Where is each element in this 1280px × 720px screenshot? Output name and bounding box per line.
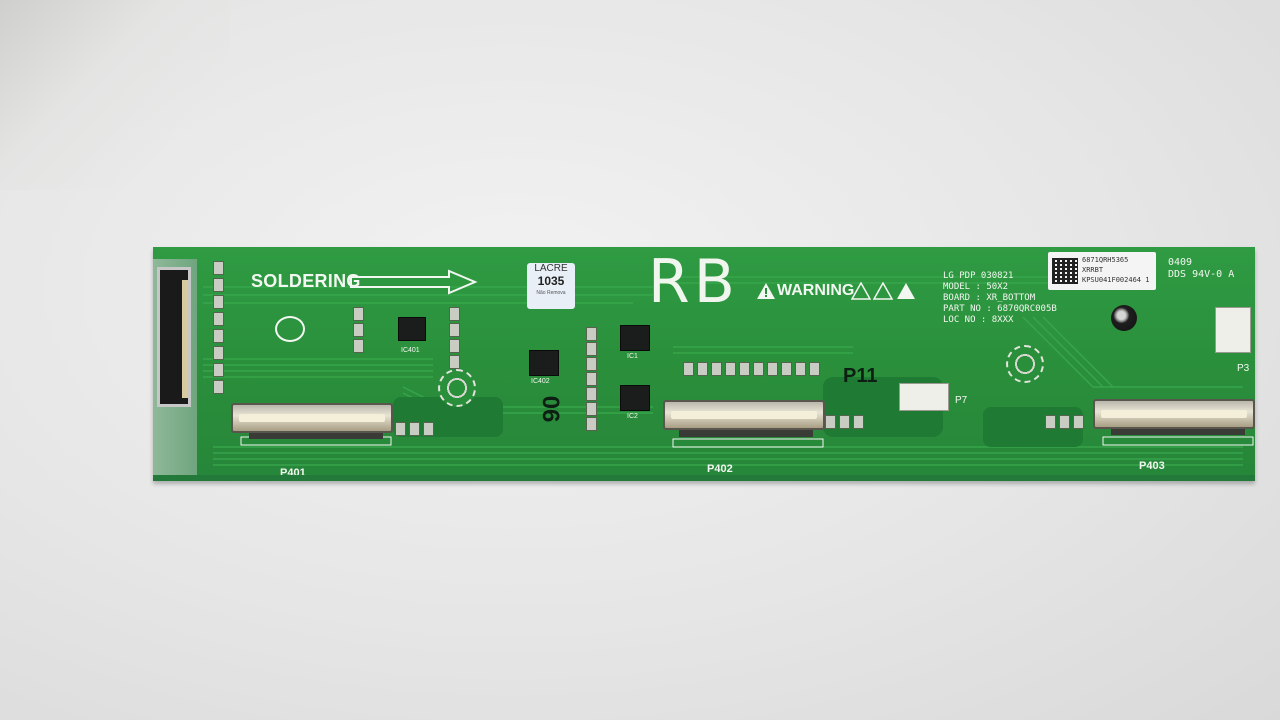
lacre-note: Não Remova xyxy=(536,290,566,296)
p401-base xyxy=(249,429,383,439)
resistor-array-2 xyxy=(449,307,460,369)
ribbon-contacts xyxy=(182,280,188,398)
lacre-title: LACRE xyxy=(534,263,568,274)
lacre-number: 1035 xyxy=(537,274,565,288)
pad-column-left xyxy=(213,261,224,394)
connector-p402 xyxy=(663,400,825,430)
smd-row-p403 xyxy=(1045,415,1084,429)
p402-label: P402 xyxy=(707,463,733,475)
background-wrap-corner xyxy=(0,0,230,190)
qr-code-icon xyxy=(1052,258,1078,284)
warning-triangle-icon xyxy=(757,283,775,299)
ic401-label: IC401 xyxy=(401,347,420,354)
chip-ic401 xyxy=(396,317,428,341)
connector-p401 xyxy=(231,403,393,433)
chip-ic1 xyxy=(618,325,652,351)
ribbon-cable-connector xyxy=(157,267,191,407)
mounting-hole-right xyxy=(1006,345,1044,383)
barcode-sticker: 6871QRH5365 XRRBT KPSU041F002464 1 xyxy=(1048,252,1156,290)
resistor-array-3 xyxy=(586,327,597,431)
connector-p403 xyxy=(1093,399,1255,429)
chip-ic2 xyxy=(618,385,652,411)
ic402-label: IC402 xyxy=(531,378,550,385)
rating-text: 0409 DDS 94V-0 A xyxy=(1168,257,1235,280)
handwritten-circle-mark xyxy=(275,316,305,342)
electrolytic-capacitor xyxy=(1111,305,1137,331)
ic2-label: IC2 xyxy=(627,413,638,420)
handwritten-90: 90 xyxy=(538,395,566,423)
soldering-arrow-icon xyxy=(350,269,478,295)
rb-board-label: RB xyxy=(648,247,739,317)
hazard-icons xyxy=(851,282,915,300)
resistor-array-1 xyxy=(353,307,364,353)
p3-label: P3 xyxy=(1237,363,1250,374)
mounting-hole-left xyxy=(438,369,476,407)
barcode-sticker-text: 6871QRH5365 XRRBT KPSU041F002464 1 xyxy=(1082,256,1150,284)
p403-base xyxy=(1111,425,1245,435)
circuit-board: SOLDERING LACRE 1035 Não Remova IC401 IC… xyxy=(153,247,1255,481)
p402-base xyxy=(679,427,813,437)
warning-label: WARNING xyxy=(777,282,855,299)
chip-ic402 xyxy=(527,350,561,376)
connector-p7 xyxy=(899,383,949,411)
smd-row-center xyxy=(683,362,820,376)
p403-label: P403 xyxy=(1139,460,1165,472)
soldering-label: SOLDERING xyxy=(251,271,361,291)
lacre-sticker: LACRE 1035 Não Remova xyxy=(527,263,575,309)
p7-label: P7 xyxy=(955,395,968,406)
ic1-label: IC1 xyxy=(627,353,638,360)
board-bottom-edge xyxy=(153,475,1255,481)
smd-row-p402 xyxy=(825,415,864,429)
smd-row-p401 xyxy=(395,422,434,436)
connector-p3 xyxy=(1215,307,1251,353)
board-info-text: LG PDP 030821 MODEL : 50X2 BOARD : XR_BO… xyxy=(943,271,1057,325)
p11-label: P11 xyxy=(843,365,878,387)
